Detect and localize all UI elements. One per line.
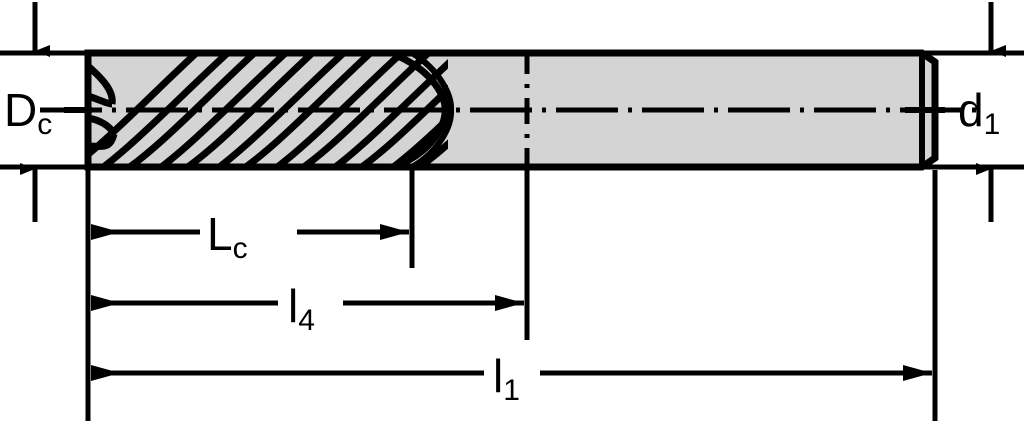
helix-line <box>181 53 318 167</box>
dimension-cutting-diameter: Dc <box>0 2 100 222</box>
helix-line-secondary <box>155 53 291 167</box>
helix-line <box>355 84 448 167</box>
label-usable-length: l4 <box>288 280 315 337</box>
dimension-cutting-length: Lc <box>91 208 409 265</box>
helix-line <box>88 53 202 159</box>
dimension-overall-length: l1 <box>91 350 932 407</box>
dimension-extension-lines <box>85 167 938 421</box>
helix-line-secondary <box>213 53 349 167</box>
label-cutting-diameter: Dc <box>4 84 52 141</box>
helix-line-secondary <box>97 53 233 167</box>
dimension-shank-diameter: d1 <box>905 2 1024 222</box>
helix-line <box>123 53 260 167</box>
label-cutting-length: Lc <box>207 208 248 265</box>
helix-line <box>239 53 376 167</box>
label-overall-length: l1 <box>493 350 520 407</box>
label-shank-diameter: d1 <box>958 84 1000 141</box>
cutting-tip-detail <box>85 63 118 150</box>
helix-line <box>413 139 448 167</box>
helix-line-secondary <box>271 53 407 167</box>
dimension-usable-length: l4 <box>91 280 524 337</box>
helix-line-secondary <box>329 58 448 167</box>
